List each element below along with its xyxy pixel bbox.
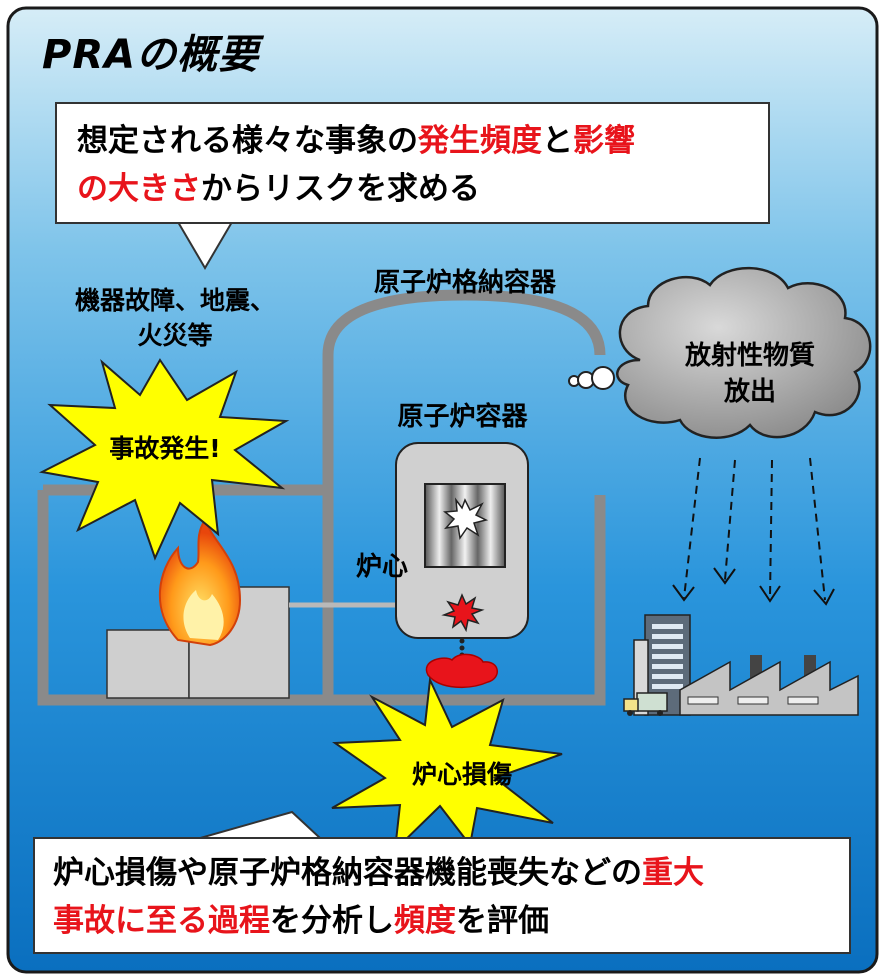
radioactive-cloud	[616, 266, 872, 439]
containment-vessel-base	[328, 495, 606, 706]
accident-burst	[38, 358, 290, 561]
causes-label-line: 機器故障、地震、	[74, 286, 275, 315]
bottom-callout: 炉心損傷や原子炉格納容器機能喪失などの重大 事故に至る過程を分析し頻度を評価	[33, 837, 851, 954]
callout-emphasis: 発生頻度	[418, 123, 542, 159]
causes-label: 機器故障、地震、 火災等	[40, 283, 310, 353]
top-callout: 想定される様々な事象の発生頻度と影響 の大きさからリスクを求める	[55, 102, 770, 224]
fire-icon	[158, 517, 242, 647]
containment-label: 原子炉格納容器	[373, 268, 556, 298]
release-label-line: 放出	[723, 377, 776, 407]
fallout-arrows	[672, 457, 835, 606]
bottom-callout-line-1: 炉心損傷や原子炉格納容器機能喪失などの重大	[53, 849, 829, 897]
accident-burst-label: 事故発生!	[109, 434, 221, 463]
page-title: PRAの概要	[42, 32, 260, 78]
release-label: 放射性物質 放出	[650, 338, 850, 410]
core-damage-spark-icon	[441, 593, 485, 633]
callout-emphasis: の大きさ	[77, 171, 201, 207]
core-label: 炉心	[356, 552, 409, 582]
truck-icon	[623, 692, 668, 716]
equipment-box-left	[106, 629, 190, 699]
callout-emphasis: 事故に至る過程	[53, 903, 270, 939]
bubble-large	[591, 366, 615, 390]
containment-vessel	[322, 289, 606, 700]
callout-text: 想定される様々な事象の	[77, 123, 418, 159]
callout-emphasis: 重大	[642, 855, 704, 891]
callout-text: と	[542, 123, 573, 159]
release-label-line: 放射性物質	[684, 341, 815, 371]
core-burst-icon	[443, 497, 489, 540]
callout-text: を評価	[456, 903, 549, 939]
core-damage-burst-label: 炉心損傷	[411, 760, 512, 789]
factory-icon	[679, 655, 859, 716]
core-damage-burst	[331, 676, 563, 853]
causes-label-line: 火災等	[137, 321, 213, 350]
callout-text: 炉心損傷や原子炉格納容器機能喪失などの	[53, 855, 642, 891]
callout-text: を分析し	[270, 903, 394, 939]
reactor-vessel-label: 原子炉容器	[397, 402, 528, 432]
molten-core-pool	[425, 653, 498, 689]
drip-dot	[459, 638, 465, 644]
bottom-callout-line-2: 事故に至る過程を分析し頻度を評価	[53, 897, 829, 945]
callout-emphasis: 影響	[573, 123, 635, 159]
drip-dot	[459, 645, 465, 651]
top-callout-line-2: の大きさからリスクを求める	[77, 165, 748, 213]
callout-text: からリスクを求める	[201, 171, 480, 207]
top-callout-line-1: 想定される様々な事象の発生頻度と影響	[77, 117, 748, 165]
callout-emphasis: 頻度	[394, 903, 456, 939]
